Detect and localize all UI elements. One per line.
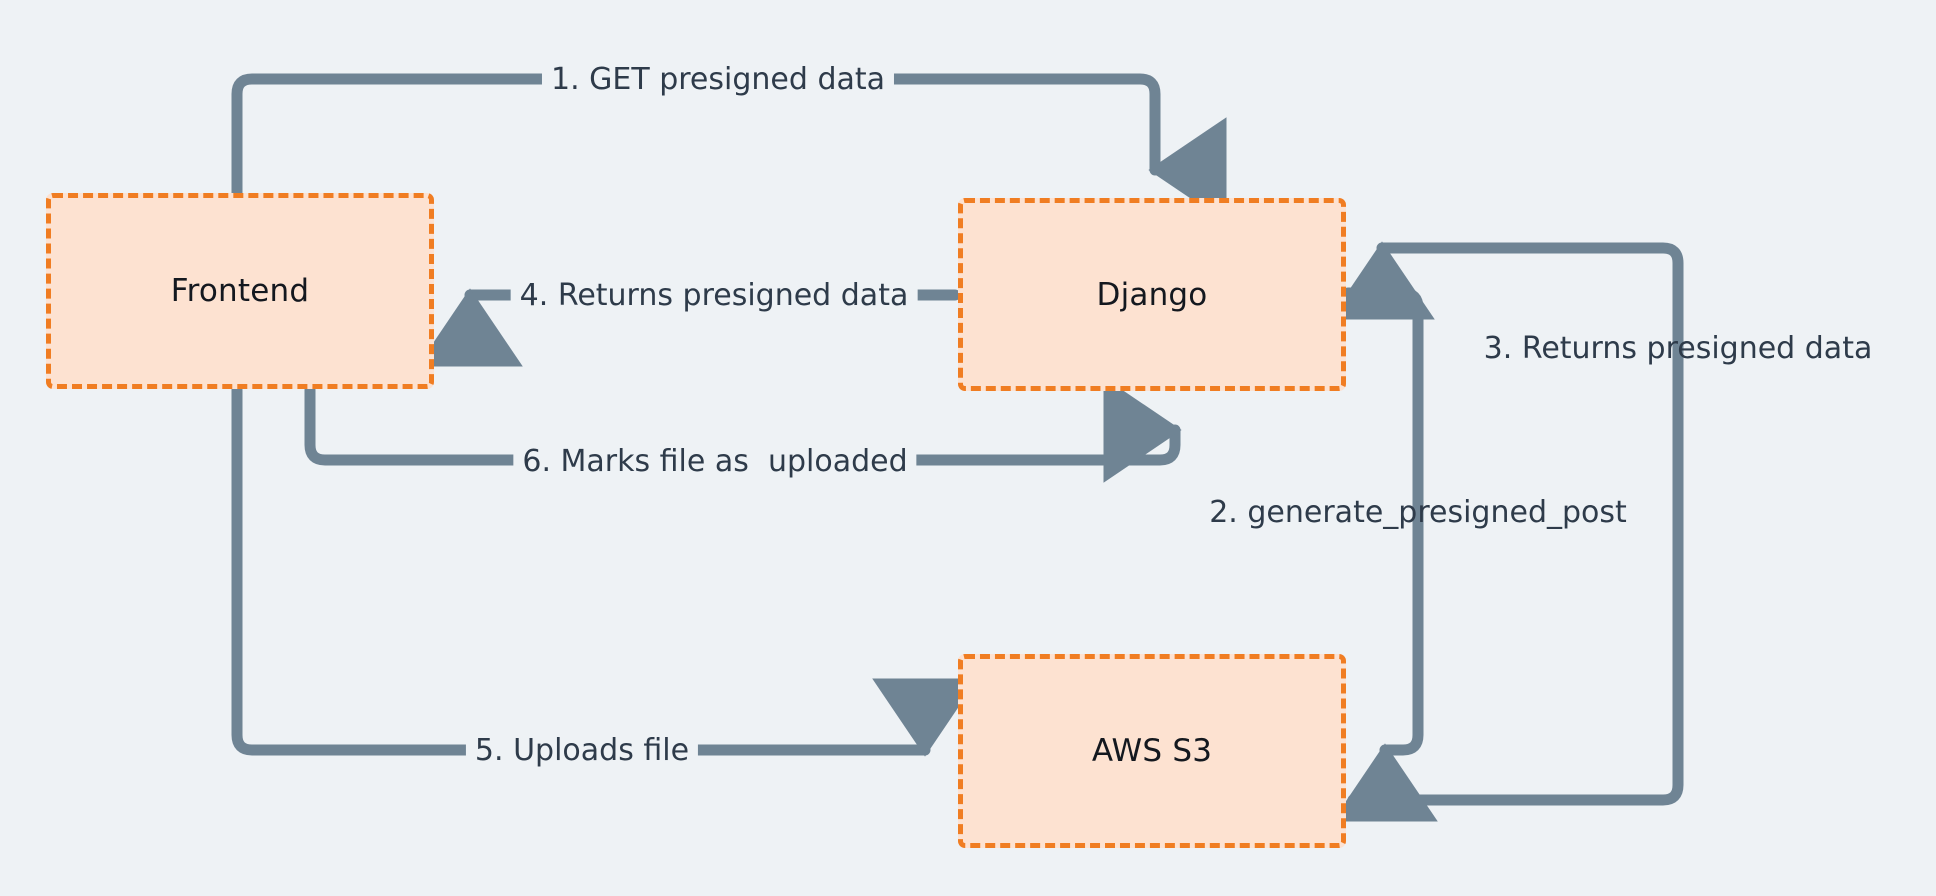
edge-path-step5	[231, 384, 978, 757]
node-aws-s3[interactable]: AWS S3	[958, 654, 1346, 848]
node-aws-s3-label: AWS S3	[1091, 733, 1213, 769]
edge-path-step3	[1329, 241, 1684, 806]
node-django[interactable]: Django	[958, 198, 1346, 391]
edge-label-step5: 5. Uploads file	[465, 736, 699, 766]
node-frontend-label: Frontend	[170, 273, 310, 309]
edge-label-step3: 3. Returns presigned data	[1483, 331, 1873, 366]
edge-label-step2: 2. generate_presigned_post	[1209, 495, 1627, 530]
node-django-label: Django	[1096, 276, 1208, 313]
edge-label-step6: 6. Marks file as uploaded	[513, 447, 917, 477]
node-frontend[interactable]: Frontend	[46, 193, 434, 389]
edge-label-step4: 4. Returns presigned data	[510, 281, 918, 311]
edge-label-step1: 1. GET presigned data	[541, 65, 895, 95]
